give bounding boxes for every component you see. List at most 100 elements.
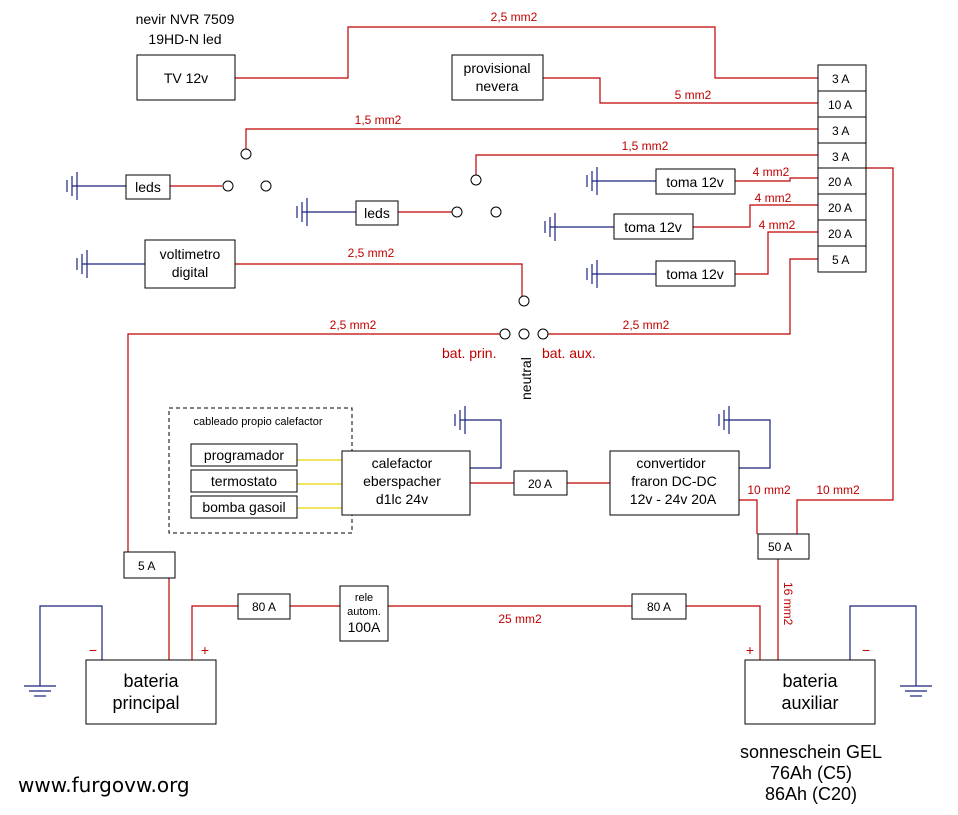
watermark: www.furgovw.org bbox=[18, 773, 190, 797]
fuse-20a-label: 20 A bbox=[528, 477, 552, 491]
pump-box bbox=[190, 495, 298, 519]
converter-label-2: fraron DC-DC bbox=[631, 473, 717, 489]
relay-label-1: rele bbox=[355, 592, 373, 604]
switch-label-prin: bat. prin. bbox=[442, 345, 496, 361]
aux-plus-sign: + bbox=[746, 642, 754, 658]
wire-label-socket-2: 4 mm2 bbox=[755, 191, 792, 205]
switch-contact bbox=[537, 328, 549, 340]
fuse-block-4: 20 A bbox=[828, 175, 852, 189]
main-plus-sign: + bbox=[201, 642, 209, 658]
heater-group-label: cableado propio calefactor bbox=[193, 416, 322, 428]
socket-label-3: toma 12v bbox=[666, 266, 724, 282]
wire-label-leds-2: 1,5 mm2 bbox=[622, 139, 669, 153]
aux-minus-sign: − bbox=[862, 642, 870, 658]
thermostat-label: termostato bbox=[211, 473, 277, 489]
switch-contact bbox=[518, 328, 530, 340]
wire-label-leds-1: 1,5 mm2 bbox=[355, 113, 402, 127]
switches bbox=[222, 148, 549, 340]
pump-label: bomba gasoil bbox=[202, 499, 285, 515]
tv-model-line2: 19HD-N led bbox=[148, 31, 221, 47]
fridge-box bbox=[451, 54, 544, 101]
thermostat-box bbox=[190, 469, 298, 493]
socket-box-2 bbox=[613, 213, 694, 240]
relay-label-2: autom. bbox=[347, 606, 381, 618]
fuse-50a-label: 50 A bbox=[768, 540, 792, 554]
battery-main-label-1: bateria bbox=[123, 671, 179, 691]
wire-label-16mm: 16 mm2 bbox=[781, 582, 795, 626]
fuse-block-3: 3 A bbox=[832, 150, 849, 164]
ground-wires bbox=[24, 167, 932, 697]
fuse-50a-box bbox=[757, 533, 810, 560]
wire-label-socket-1: 4 mm2 bbox=[753, 165, 790, 179]
programmer-box bbox=[190, 443, 298, 467]
switch-contact bbox=[470, 174, 482, 186]
wire-label-tv: 2,5 mm2 bbox=[491, 10, 538, 24]
fuse-block-1: 10 A bbox=[828, 98, 852, 112]
voltmeter-label-1: voltimetro bbox=[160, 246, 221, 262]
fridge-label-2: nevera bbox=[476, 78, 519, 94]
tv-box bbox=[136, 54, 236, 101]
main-minus-sign: − bbox=[89, 642, 97, 658]
fuse-20a-box bbox=[513, 470, 568, 496]
wire-label-socket-3: 4 mm2 bbox=[759, 218, 796, 232]
tv-label: TV 12v bbox=[164, 70, 208, 86]
wire-label-fridge: 5 mm2 bbox=[675, 88, 712, 102]
heater-label-2: eberspacher bbox=[363, 473, 441, 489]
leds-box-2 bbox=[355, 200, 399, 226]
battery-aux-box bbox=[744, 659, 876, 725]
leds-label-1: leds bbox=[135, 179, 161, 195]
switch-contact bbox=[222, 180, 234, 192]
relay-box bbox=[339, 585, 389, 642]
socket-label-2: toma 12v bbox=[624, 219, 682, 235]
heater-signal-wires bbox=[297, 459, 342, 509]
components bbox=[85, 54, 876, 725]
labels: nevir NVR 7509 19HD-N led TV 12v provisi… bbox=[18, 10, 882, 804]
converter-label-1: convertidor bbox=[636, 455, 706, 471]
socket-box-3 bbox=[655, 260, 736, 287]
voltmeter-label-2: digital bbox=[172, 264, 209, 280]
heater-box bbox=[341, 450, 471, 516]
battery-main-label-2: principal bbox=[112, 693, 179, 713]
wire-label-main-right: 2,5 mm2 bbox=[623, 318, 670, 332]
battery-spec-3: 86Ah (C20) bbox=[765, 784, 857, 804]
switch-contact bbox=[518, 295, 530, 307]
switch-label-neutral: neutral bbox=[518, 357, 534, 400]
fuse-5a-label: 5 A bbox=[138, 559, 155, 573]
switch-contact bbox=[490, 206, 502, 218]
fridge-label-1: provisional bbox=[464, 60, 531, 76]
socket-box-1 bbox=[655, 168, 736, 195]
fuse-80a-label-2: 80 A bbox=[647, 600, 671, 614]
wire-label-voltmeter: 2,5 mm2 bbox=[348, 246, 395, 260]
relay-label-3: 100A bbox=[348, 619, 381, 635]
converter-label-3: 12v - 24v 20A bbox=[630, 491, 717, 507]
switch-contact bbox=[451, 206, 463, 218]
voltmeter-box bbox=[144, 239, 236, 289]
converter-box bbox=[609, 450, 740, 516]
leds-box-1 bbox=[125, 174, 171, 200]
wire-label-main-left: 2,5 mm2 bbox=[330, 318, 377, 332]
leds-label-2: leds bbox=[364, 205, 390, 221]
fuse-80a-box-2 bbox=[631, 593, 687, 620]
fuse-block-7: 5 A bbox=[832, 253, 849, 267]
socket-label-1: toma 12v bbox=[666, 174, 724, 190]
battery-main-box bbox=[85, 659, 217, 725]
wire-label-25mm: 25 mm2 bbox=[498, 612, 542, 626]
switch-label-aux: bat. aux. bbox=[542, 345, 596, 361]
fuse-block-5: 20 A bbox=[828, 201, 852, 215]
programmer-label: programador bbox=[204, 447, 284, 463]
fuse-block-2: 3 A bbox=[832, 124, 849, 138]
wire-label-10mm-1: 10 mm2 bbox=[747, 483, 791, 497]
fuse-80a-box-1 bbox=[237, 593, 291, 620]
tv-model-line1: nevir NVR 7509 bbox=[136, 11, 235, 27]
fuse-block-0: 3 A bbox=[832, 72, 849, 86]
switch-contact bbox=[240, 148, 252, 160]
switch-contact bbox=[260, 180, 272, 192]
battery-spec-1: sonneschein GEL bbox=[740, 742, 882, 762]
battery-aux-label-1: bateria bbox=[782, 671, 838, 691]
battery-spec-2: 76Ah (C5) bbox=[770, 763, 852, 783]
switch-contact bbox=[499, 328, 511, 340]
fuse-80a-label-1: 80 A bbox=[252, 600, 276, 614]
heater-label-1: calefactor bbox=[372, 455, 433, 471]
